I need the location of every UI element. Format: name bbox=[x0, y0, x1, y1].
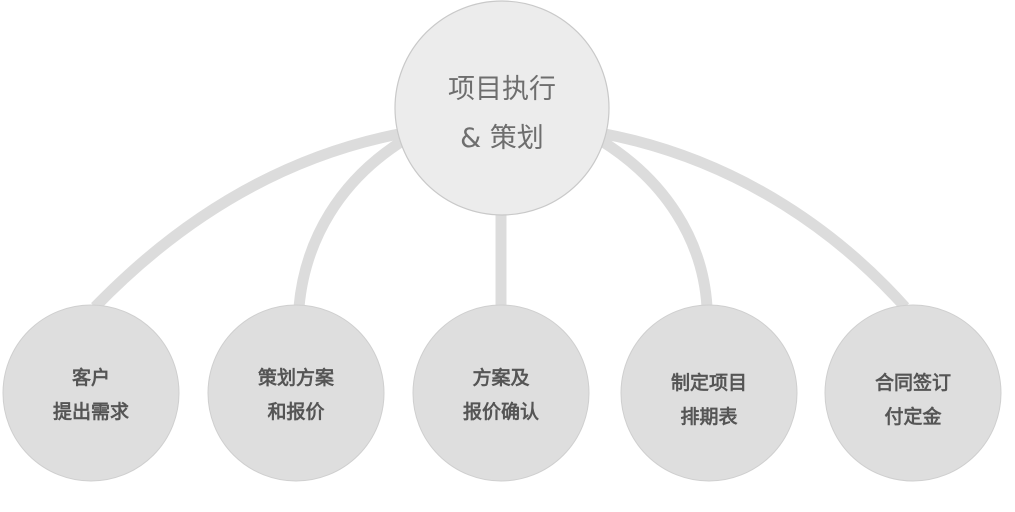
step-1-node: 客户 提出需求 bbox=[2, 304, 180, 482]
step-2-node: 策划方案 和报价 bbox=[207, 304, 385, 482]
hub-label-line-2: & 策划 bbox=[460, 123, 544, 154]
step-5-label-line-1: 合同签订 bbox=[875, 371, 951, 394]
step-2-label-line-1: 策划方案 bbox=[258, 366, 335, 389]
connector-step-4 bbox=[597, 135, 713, 308]
step-3-node: 方案及 报价确认 bbox=[412, 304, 590, 482]
step-3-label-line-2: 报价确认 bbox=[463, 400, 539, 423]
connector-step-5 bbox=[598, 127, 910, 311]
step-2-circle bbox=[207, 304, 385, 482]
step-4-circle bbox=[620, 304, 798, 482]
step-1-label-line-1: 客户 bbox=[72, 366, 110, 389]
hub-node: 项目执行 & 策划 bbox=[394, 0, 610, 216]
step-2-label-line-2: 和报价 bbox=[267, 400, 325, 423]
step-1-label-line-2: 提出需求 bbox=[53, 400, 130, 423]
hub-circle bbox=[394, 0, 610, 216]
step-4-label-line-2: 排期表 bbox=[680, 405, 738, 428]
step-3-label-line-1: 方案及 bbox=[472, 366, 530, 389]
step-5-circle bbox=[824, 304, 1002, 482]
step-3-circle bbox=[412, 304, 590, 482]
hub-label-line-1: 项目执行 bbox=[448, 74, 556, 105]
connectors bbox=[91, 127, 910, 311]
connector-step-1 bbox=[91, 127, 406, 311]
step-4-label-line-1: 制定项目 bbox=[671, 371, 747, 394]
step-4-node: 制定项目 排期表 bbox=[620, 304, 798, 482]
step-5-label-line-2: 付定金 bbox=[884, 405, 942, 428]
step-5-node: 合同签订 付定金 bbox=[824, 304, 1002, 482]
step-1-circle bbox=[2, 304, 180, 482]
connector-step-2 bbox=[293, 135, 407, 308]
